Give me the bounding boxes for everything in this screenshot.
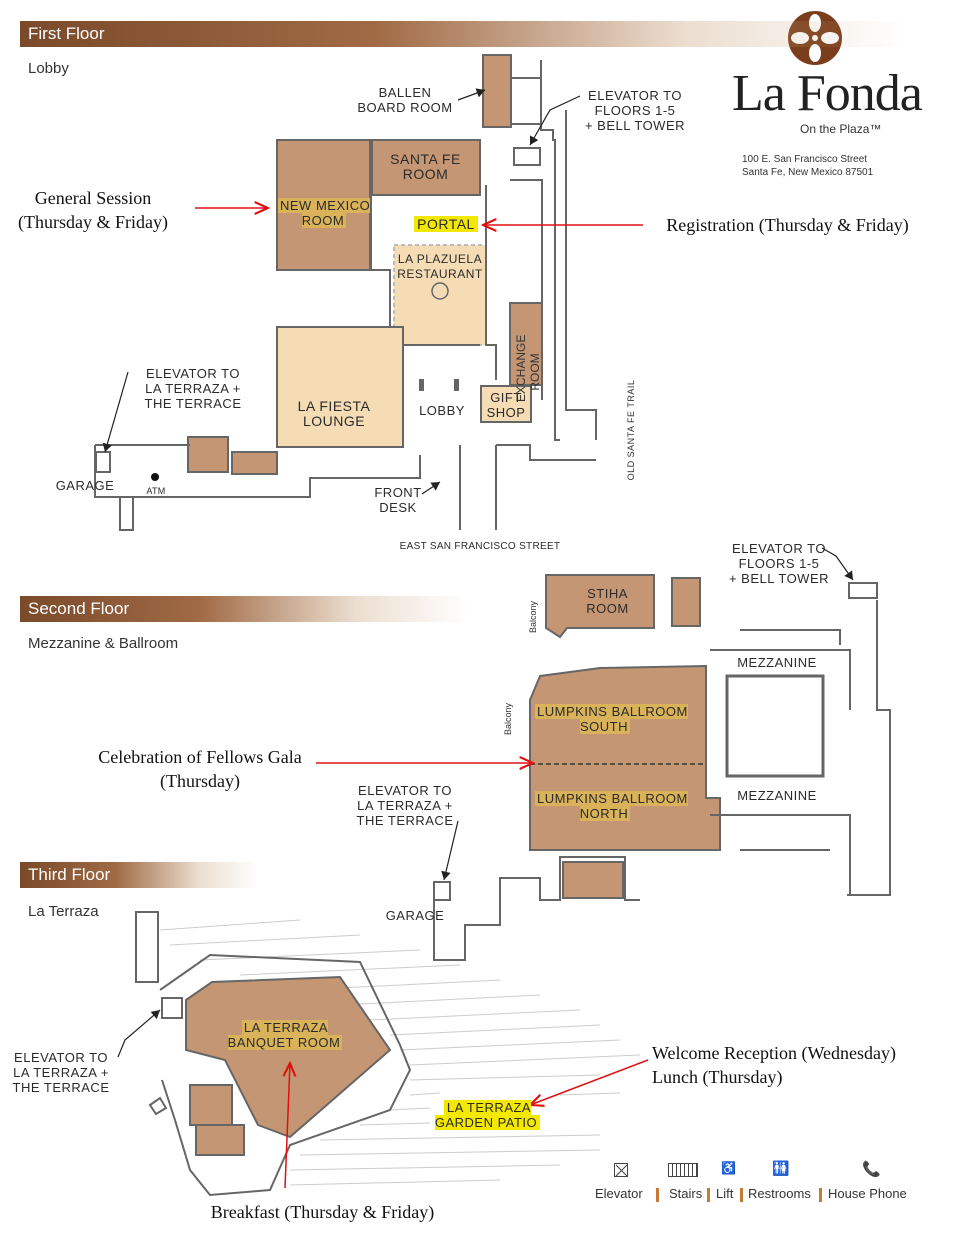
brand-address: 100 E. San Francisco Street Santa Fe, Ne…	[742, 153, 873, 179]
gift-shop-shape	[480, 385, 532, 423]
first-floor-subtitle: Lobby	[28, 60, 69, 77]
third-floor-title: Third Floor	[28, 865, 111, 884]
second-floor-plan	[433, 574, 891, 961]
stairs-icon	[668, 1163, 698, 1177]
ballen-board-room-label: BALLEN BOARD ROOM	[357, 85, 453, 115]
brand-address-line1: 100 E. San Francisco Street	[742, 154, 868, 165]
santa-fe-room-label: SANTA FE ROOM	[390, 151, 461, 182]
restrooms-icon: 🚻	[772, 1160, 790, 1176]
house-phone-icon: 📞	[862, 1161, 881, 1178]
atm-icon	[151, 473, 159, 481]
general-session-note: General Session (Thursday & Friday)	[18, 188, 168, 232]
banquet-room-shape	[185, 975, 392, 1139]
stiha-room-label: STIHA ROOM	[586, 586, 629, 616]
gala-note: Celebration of Fellows Gala (Thursday)	[98, 747, 302, 791]
map-legend: ♿ 🚻 📞 Elevator Stairs Lift Restrooms Hou…	[585, 1160, 945, 1210]
new-mexico-room-text: NEW MEXICO ROOM	[278, 198, 371, 228]
second-floor-subtitle: Mezzanine & Ballroom	[28, 635, 179, 652]
registration-note: Registration (Thursday & Friday)	[666, 215, 909, 235]
first-floor-banner: First Floor	[20, 21, 908, 47]
ballroom-south-label: LUMPKINS BALLROOM SOUTH	[535, 704, 688, 734]
front-desk-label: FRONT DESK	[374, 485, 422, 515]
second-floor-banner: Second Floor	[20, 596, 468, 622]
legend-house-phone-label: House Phone	[828, 1186, 907, 1201]
legend-separator	[740, 1188, 743, 1202]
street-label: EAST SAN FRANCISCO STREET	[399, 541, 561, 552]
gift-shop-label: GIFT SHOP	[486, 390, 526, 420]
elevator-terraza-label-1: ELEVATOR TO LA TERRAZA + THE TERRACE	[144, 366, 242, 411]
legend-separator	[707, 1188, 710, 1202]
balcony-label-2: Balcony	[503, 702, 514, 736]
annotation-arrows	[195, 208, 649, 1189]
elevator-terraza-label-2: ELEVATOR TO LA TERRAZA + THE TERRACE	[356, 783, 454, 828]
exchange-room-shape	[509, 302, 543, 386]
atm-label: ATM	[146, 486, 166, 496]
lumpkins-ballroom-shape	[529, 664, 721, 851]
second-floor-title: Second Floor	[28, 599, 130, 618]
ballroom-north-text: LUMPKINS BALLROOM NORTH	[535, 791, 688, 821]
balcony-label-1: Balcony	[528, 600, 539, 634]
legend-separator	[656, 1188, 659, 1202]
santa-fe-room-shape	[371, 139, 481, 196]
third-floor-plan	[135, 911, 641, 1197]
first-floor-plan	[94, 54, 597, 531]
legend-stairs-label: Stairs	[669, 1186, 703, 1201]
brand-address-line2: Santa Fe, New Mexico 87501	[742, 167, 874, 178]
fiesta-lounge-shape	[276, 326, 404, 448]
banquet-room-text: LA TERRAZA BANQUET ROOM	[227, 1020, 343, 1050]
portal-label: PORTAL	[410, 216, 482, 232]
elevator-terraza-label-3: ELEVATOR TO LA TERRAZA + THE TERRACE	[12, 1050, 110, 1095]
brand-tagline: On the Plaza™	[800, 122, 882, 136]
trail-label: OLD SANTA FE TRAIL	[626, 379, 636, 481]
elevator-icon	[614, 1163, 628, 1177]
welcome-reception-note: Welcome Reception (Wednesday) Lunch (Thu…	[652, 1043, 897, 1087]
ballen-board-room-shape	[482, 54, 512, 128]
garden-patio-text: LA TERRAZA GARDEN PATIO	[434, 1100, 541, 1130]
mezzanine-label-1: MEZZANINE	[737, 655, 817, 670]
stiha-room-shape	[545, 574, 655, 639]
garden-patio-label: LA TERRAZA GARDEN PATIO	[430, 1100, 545, 1130]
new-mexico-room-label: NEW MEXICO ROOM	[278, 198, 371, 228]
legend-lift-label: Lift	[716, 1186, 734, 1201]
portal-text: PORTAL	[414, 216, 478, 232]
first-floor-title: First Floor	[28, 24, 105, 43]
fiesta-lounge-label: LA FIESTA LOUNGE	[297, 398, 371, 429]
legend-restrooms-label: Restrooms	[748, 1186, 811, 1201]
mezzanine-label-2: MEZZANINE	[737, 788, 817, 803]
breakfast-note: Breakfast (Thursday & Friday)	[210, 1202, 435, 1222]
pointer-lines	[102, 88, 854, 1058]
garage-label-1: GARAGE	[55, 478, 115, 493]
plazuela-label: LA PLAZUELA RESTAURANT	[397, 252, 483, 281]
third-floor-subtitle: La Terraza	[28, 903, 99, 920]
third-floor-banner: Third Floor	[20, 862, 258, 888]
ballroom-north-label: LUMPKINS BALLROOM NORTH	[535, 791, 688, 821]
legend-elevator-label: Elevator	[595, 1186, 643, 1201]
elevator-bell-tower-label: ELEVATOR TO FLOORS 1-5 + BELL TOWER	[584, 88, 686, 133]
legend-separator	[819, 1188, 822, 1202]
elevator-bell-tower-label-2: ELEVATOR TO FLOORS 1-5 + BELL TOWER	[728, 541, 830, 586]
lobby-label: LOBBY	[419, 403, 465, 418]
ballroom-south-text: LUMPKINS BALLROOM SOUTH	[535, 704, 688, 734]
brand-name: La Fonda	[732, 65, 923, 122]
lift-icon: ♿	[721, 1161, 736, 1175]
banquet-room-label: LA TERRAZA BANQUET ROOM	[225, 1020, 345, 1050]
garage-label-2: GARAGE	[385, 908, 445, 923]
